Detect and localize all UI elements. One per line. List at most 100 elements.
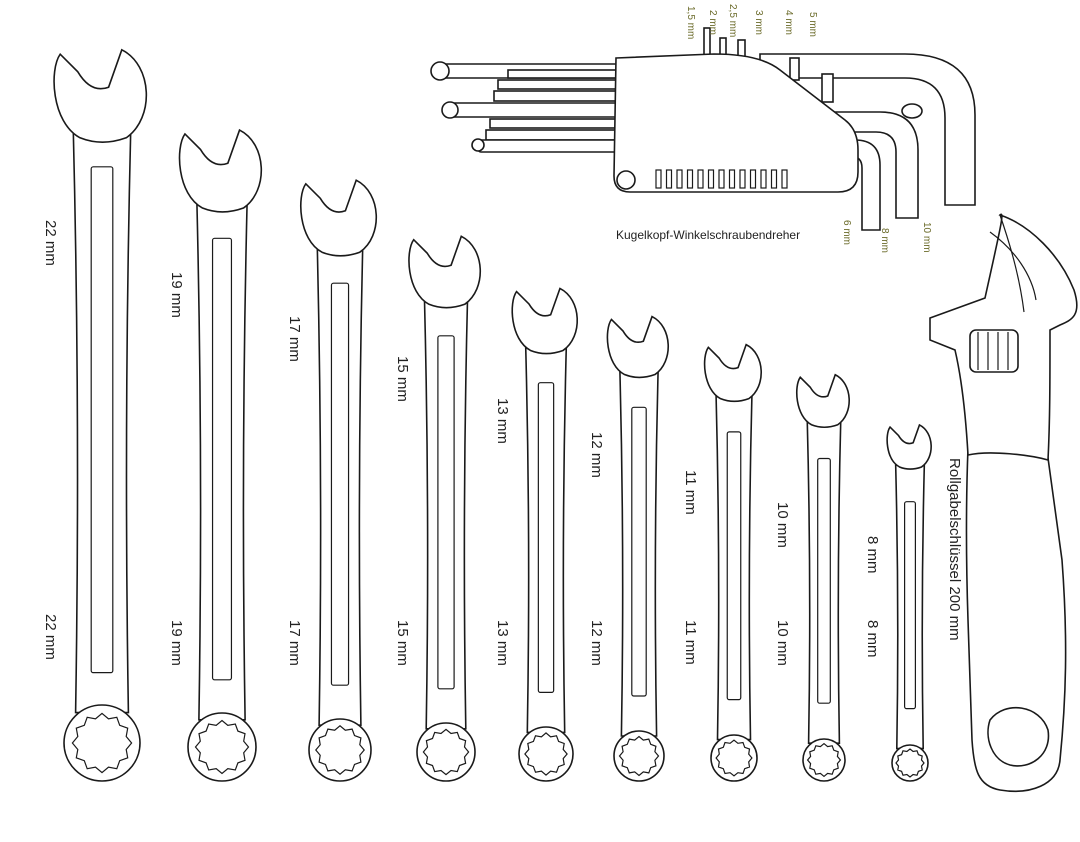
wrench-open-end: [606, 315, 669, 379]
wrench-ring-star: [715, 739, 753, 777]
wrench-size-label: 10 mm: [774, 620, 791, 666]
wrench-open-end: [511, 287, 578, 355]
wrench-size-label: 13 mm: [494, 398, 511, 444]
wrench-size-label: 22 mm: [42, 220, 59, 266]
hex-key-size-label: 4 mm: [783, 10, 794, 35]
wrench-groove: [90, 166, 114, 674]
wrench-ring-end: [891, 744, 929, 782]
hex-key-set: 1,5 mm 2 mm 2,5 mm 3 mm 4 mm 5 mm 6 mm 8 mm 10 m…: [430, 4, 976, 253]
wrench-shaft: [894, 460, 926, 750]
holder-slot: [739, 169, 746, 189]
worm-gear: [969, 329, 1019, 373]
hex-key-size-label: 6 mm: [841, 220, 852, 245]
wrench-w17: 17 mm 17 mm: [286, 179, 378, 782]
holder-slot: [655, 169, 662, 189]
wrench-shaft: [423, 295, 469, 730]
wrench-open-end: [795, 373, 850, 429]
adjustable-wrench: Rollgabelschlüssel 200 mm: [929, 213, 1078, 792]
wrench-ring-star: [618, 735, 660, 777]
wrench-w11: 11 mm 11 mm: [682, 343, 762, 782]
wrench-size-label: 17 mm: [286, 316, 303, 362]
wrench-ring-end: [187, 712, 257, 782]
wrench-shaft: [524, 341, 568, 734]
wrench-ring-end: [802, 738, 846, 782]
wrench-size-label: 19 mm: [168, 272, 185, 318]
wrench-open-end: [178, 128, 263, 213]
wrench-open-end: [300, 179, 378, 257]
wrench-ring-star: [194, 719, 250, 775]
wrench-groove: [537, 382, 555, 694]
wrench-size-label: 19 mm: [168, 620, 185, 666]
hex-key-size-label: 3 mm: [753, 10, 764, 35]
wrench-shaft: [72, 126, 132, 714]
hex-key-caption: Kugelkopf-Winkelschraubendreher: [616, 228, 800, 242]
wrench-open-end: [53, 48, 148, 143]
wrench-ring-end: [518, 726, 574, 782]
wrench-size-label: 8 mm: [864, 620, 881, 658]
wrench-shaft: [316, 242, 364, 726]
wrench-shaft: [715, 391, 753, 741]
wrench-size-label: 12 mm: [588, 432, 605, 478]
ball-end-icon: [441, 101, 459, 119]
wrench-w19: 19 mm 19 mm: [168, 128, 263, 782]
wrench-size-label: 11 mm: [682, 620, 699, 665]
holder-slot: [676, 169, 683, 189]
wrench-ring-star: [315, 725, 365, 775]
hex-key-size-label: 5 mm: [807, 12, 818, 37]
holder-slot: [770, 169, 778, 189]
wrench-size-label: 15 mm: [394, 356, 411, 402]
wrench-size-label: 15 mm: [394, 620, 411, 666]
hex-key-long-arms: [430, 61, 621, 153]
hex-key-holder: [613, 53, 859, 193]
wrench-groove: [903, 501, 916, 710]
holder-slot: [665, 169, 673, 189]
wrench-groove: [437, 335, 455, 690]
hex-key-size-label: 2 mm: [707, 10, 718, 35]
wrench-size-label: 11 mm: [682, 470, 699, 515]
holder-slot: [728, 169, 736, 189]
wrench-open-end: [408, 235, 482, 309]
adjustable-wrench-caption: Rollgabelschlüssel 200 mm: [946, 458, 963, 641]
holder-slot: [707, 169, 715, 189]
wrench-ring-star: [524, 732, 568, 776]
wrench-groove: [330, 282, 350, 686]
hex-key-size-labels: 1,5 mm 2 mm 2,5 mm 3 mm 4 mm 5 mm 6 mm 8 mm 10 m…: [685, 4, 932, 253]
wrench-size-label: 13 mm: [494, 620, 511, 666]
wrench-shaft: [195, 197, 249, 721]
holder-slot: [781, 169, 788, 189]
wrench-groove: [211, 237, 233, 681]
hex-key-size-label: 1,5 mm: [685, 6, 696, 39]
hex-key-size-label: 10 mm: [921, 222, 932, 253]
wrench-ring-end: [308, 718, 372, 782]
wrench-w13: 13 mm 13 mm: [494, 287, 578, 782]
holder-slot: [686, 169, 694, 189]
wrench-ring-star: [806, 742, 842, 778]
wrench-w10: 10 mm 10 mm: [774, 373, 850, 782]
wrench-size-label: 10 mm: [774, 502, 791, 548]
wrench-w12: 12 mm 12 mm: [588, 315, 669, 782]
wrench-ring-star: [422, 728, 470, 776]
hex-key-size-label: 8 mm: [879, 228, 890, 253]
wrench-groove: [817, 457, 831, 704]
wrench-size-label: 12 mm: [588, 620, 605, 666]
holder-slots: [655, 169, 788, 189]
wrench-shaft: [806, 417, 842, 744]
wrench-groove: [726, 431, 742, 701]
ball-end-icon: [471, 138, 485, 152]
wrench-w8: 8 mm8 mm: [864, 423, 932, 782]
hex-key-short-arms: [703, 27, 976, 231]
holder-slot: [718, 169, 725, 189]
wrench-size-label: 17 mm: [286, 620, 303, 666]
wrench-groove: [631, 406, 647, 697]
wrench-open-end: [703, 343, 762, 403]
wrench-open-end: [886, 423, 932, 470]
hex-key-size-label: 2,5 mm: [727, 4, 738, 37]
wrench-ring-end: [416, 722, 476, 782]
holder-slot: [749, 169, 757, 189]
wrench-ring-end: [63, 704, 141, 782]
ball-end-icon: [430, 61, 450, 81]
holder-slot: [760, 169, 767, 189]
